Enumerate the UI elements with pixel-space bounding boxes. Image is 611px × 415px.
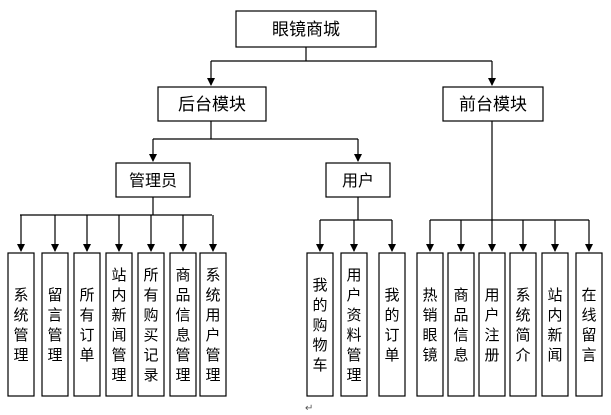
frontend-item-2-label: 用户注册 [484, 286, 499, 364]
user-node-label: 用户 [342, 171, 374, 190]
frontend-item-4: 站内新闻 [541, 252, 569, 397]
user-item-0-label: 我的购物车 [312, 276, 327, 374]
frontend-item-3: 系统简介 [509, 252, 537, 397]
admin-item-0-label: 系统管理 [13, 286, 28, 364]
root-node: 眼镜商城 [235, 10, 377, 48]
admin-item-4-label: 所有购买记录 [143, 266, 158, 384]
frontend-item-0: 热销眼镜 [416, 252, 444, 397]
frontend-item-1-label: 商品信息 [453, 286, 468, 364]
frontend-item-3-label: 系统简介 [515, 286, 530, 364]
admin-item-5-label: 商品信息管理 [175, 266, 190, 384]
user-item-2-label: 我的订单 [384, 286, 399, 364]
frontend-item-1: 商品信息 [447, 252, 475, 397]
admin-item-3: 站内新闻管理 [105, 252, 133, 397]
admin-item-3-label: 站内新闻管理 [111, 266, 126, 384]
admin-item-4: 所有购买记录 [137, 252, 165, 397]
admin-item-1-label: 留言管理 [47, 286, 62, 364]
admin-item-2: 所有订单 [73, 252, 101, 397]
admin-item-6-label: 系统用户管理 [205, 266, 220, 384]
root-node-label: 眼镜商城 [272, 20, 340, 40]
user-item-1: 用户资料管理 [340, 252, 368, 397]
admin-node-label: 管理员 [129, 171, 177, 190]
frontend-node: 前台模块 [442, 86, 544, 122]
frontend-item-5: 在线留言 [575, 252, 603, 397]
frontend-node-label: 前台模块 [459, 95, 527, 115]
admin-item-0: 系统管理 [7, 252, 35, 397]
admin-item-6: 系统用户管理 [199, 252, 227, 397]
admin-item-1: 留言管理 [41, 252, 69, 397]
paragraph-mark: ↵ [305, 403, 314, 414]
user-node: 用户 [325, 162, 391, 198]
frontend-item-0-label: 热销眼镜 [422, 286, 437, 364]
frontend-item-2: 用户注册 [478, 252, 506, 397]
backend-node-label: 后台模块 [178, 95, 246, 115]
admin-node: 管理员 [115, 162, 191, 198]
admin-item-5: 商品信息管理 [169, 252, 197, 397]
user-item-1-label: 用户资料管理 [346, 266, 361, 384]
admin-item-2-label: 所有订单 [79, 286, 94, 364]
user-item-2: 我的订单 [378, 252, 406, 397]
backend-node: 后台模块 [157, 86, 267, 122]
frontend-item-4-label: 站内新闻 [547, 286, 562, 364]
user-item-0: 我的购物车 [306, 252, 334, 397]
connectors [17, 47, 593, 252]
frontend-item-5-label: 在线留言 [581, 286, 596, 364]
